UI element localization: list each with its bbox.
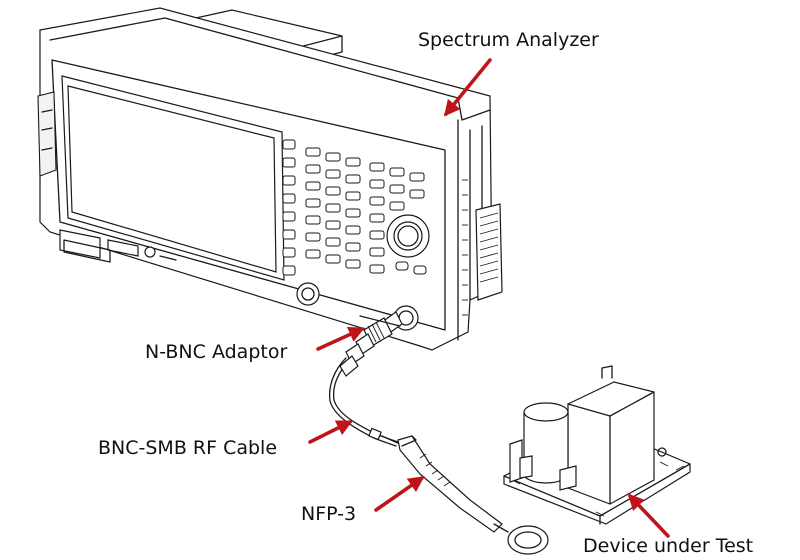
- label-device-under-test: Device under Test: [583, 535, 754, 557]
- label-nfp-3: NFP-3: [301, 503, 357, 525]
- arrow-bnc-smb-cable: [308, 420, 353, 444]
- bnc-smb-cable-drawing: [328, 355, 401, 447]
- callout-arrows: [308, 58, 670, 538]
- label-spectrum-analyzer: Spectrum Analyzer: [418, 29, 599, 51]
- nfp-3-probe-drawing: [397, 435, 549, 555]
- arrow-n-bnc-adaptor: [316, 326, 365, 351]
- arrow-device-under-test: [627, 493, 670, 538]
- arrow-nfp-3: [374, 476, 425, 512]
- device-under-test-drawing: [503, 365, 691, 525]
- spectrum-analyzer-drawing: [37, 7, 503, 365]
- label-n-bnc-adaptor: N-BNC Adaptor: [145, 341, 288, 363]
- label-bnc-smb-rf-cable: BNC-SMB RF Cable: [98, 437, 278, 459]
- arrow-spectrum-analyzer: [443, 58, 492, 117]
